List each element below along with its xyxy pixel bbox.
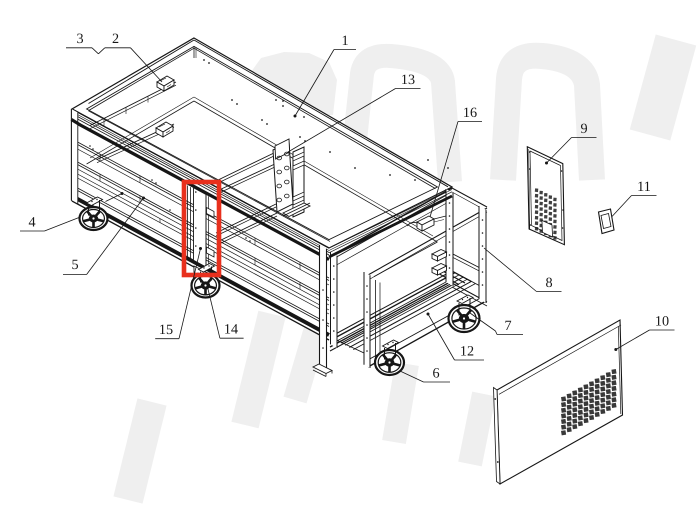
svg-text:13: 13 [401,72,415,88]
svg-text:5: 5 [71,257,78,273]
svg-text:8: 8 [545,275,552,291]
svg-text:11: 11 [637,179,651,195]
svg-text:9: 9 [580,121,587,137]
svg-text:4: 4 [28,215,35,231]
svg-text:16: 16 [463,105,477,121]
svg-text:3: 3 [76,31,83,47]
svg-text:15: 15 [159,322,173,338]
svg-text:1: 1 [341,33,348,49]
svg-text:6: 6 [432,366,439,382]
svg-text:7: 7 [504,318,511,334]
svg-text:14: 14 [224,322,238,338]
svg-text:2: 2 [112,31,119,47]
svg-text:12: 12 [460,344,474,360]
svg-text:10: 10 [655,314,669,330]
